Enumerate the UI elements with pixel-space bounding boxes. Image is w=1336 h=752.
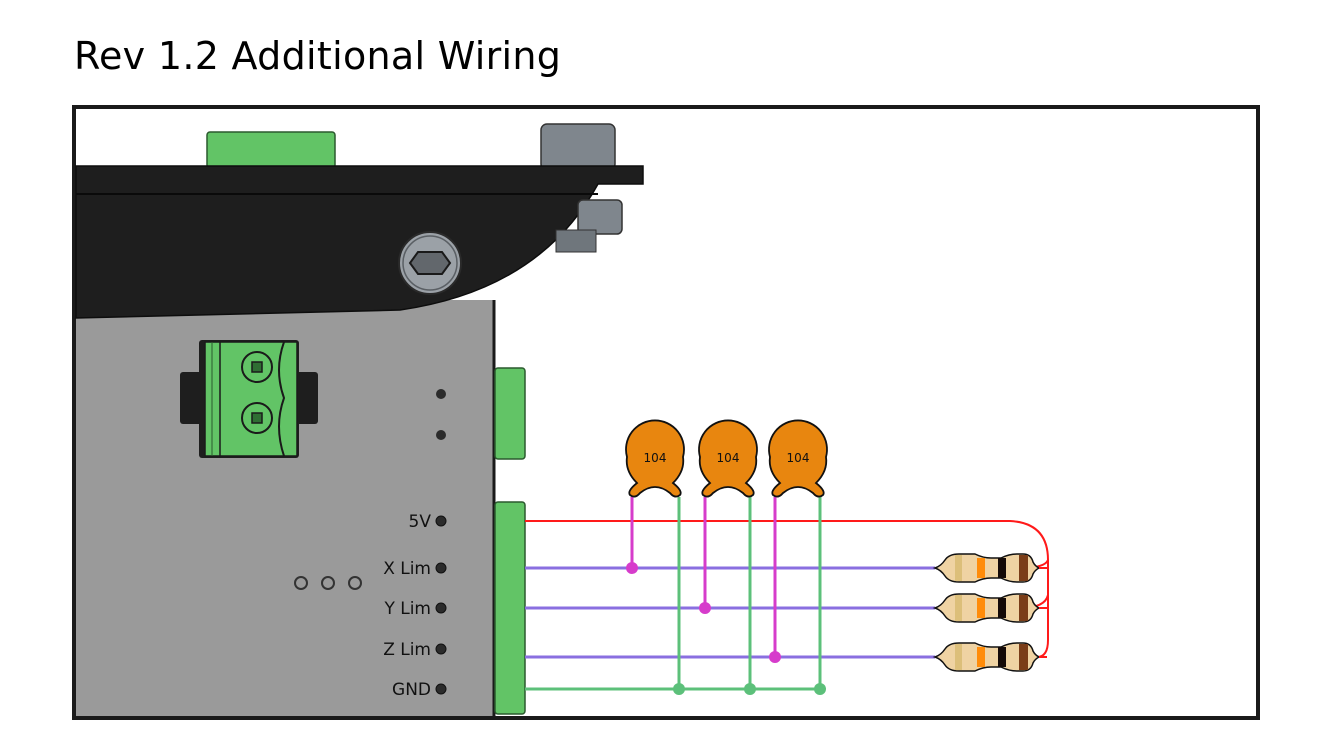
resistor-color-band xyxy=(977,647,985,667)
resistor-color-band xyxy=(998,647,1006,667)
pin-label-gnd: GND xyxy=(392,680,431,700)
capacitor-label: 104 xyxy=(717,451,740,465)
side-bolt-shank xyxy=(555,229,597,253)
resistor-color-band xyxy=(998,598,1006,618)
resistor-color-band xyxy=(955,644,962,670)
wire-5v xyxy=(525,520,1049,658)
indicator-ring-icon xyxy=(294,576,308,590)
resistor xyxy=(932,553,1047,583)
power-terminal-block xyxy=(180,340,318,458)
pin-label-z: Z Lim xyxy=(383,640,431,660)
side-nut-icon xyxy=(577,199,623,235)
resistor xyxy=(932,642,1047,672)
capacitor-label: 104 xyxy=(787,451,810,465)
diagram-title: Rev 1.2 Additional Wiring xyxy=(74,34,562,78)
capacitor-body xyxy=(698,419,758,498)
ceramic-capacitor: 104 xyxy=(625,419,685,498)
top-bolt-icon xyxy=(540,123,616,171)
resistor-color-band xyxy=(977,598,985,618)
limit-header-connector xyxy=(494,501,526,715)
hole-icon xyxy=(436,389,446,399)
socket-hex-icon xyxy=(408,251,452,275)
indicator-ring-icon xyxy=(321,576,335,590)
resistor-color-band xyxy=(1019,595,1028,621)
side-connector-upper xyxy=(494,367,526,460)
pin-label-5v: 5V xyxy=(409,512,432,532)
mounting-bracket xyxy=(75,165,644,319)
resistor-color-band xyxy=(998,558,1006,578)
resistor-color-band xyxy=(1019,644,1028,670)
junction-dot xyxy=(626,562,638,574)
ceramic-capacitor: 104 xyxy=(698,419,758,498)
capacitor-body xyxy=(768,419,828,498)
pin-label-x: X Lim xyxy=(383,559,431,579)
resistor-color-band xyxy=(977,558,985,578)
junction-dot xyxy=(699,602,711,614)
top-connector xyxy=(206,131,336,169)
indicator-ring-icon xyxy=(348,576,362,590)
pin-dot-icon xyxy=(435,602,447,614)
pin-label-y: Y Lim xyxy=(383,599,431,619)
socket-bolt-ring xyxy=(402,235,458,291)
ceramic-capacitor: 104 xyxy=(768,419,828,498)
pin-dot-icon xyxy=(435,562,447,574)
capacitor-label: 104 xyxy=(644,451,667,465)
resistor xyxy=(932,593,1047,623)
resistor-color-band xyxy=(955,555,962,581)
resistor-color-band xyxy=(955,595,962,621)
junction-dot xyxy=(744,683,756,695)
pin-dot-icon xyxy=(435,515,447,527)
pin-dot-icon xyxy=(435,683,447,695)
hole-icon xyxy=(436,430,446,440)
pin-dot-icon xyxy=(435,643,447,655)
capacitor-body xyxy=(625,419,685,498)
junction-dot xyxy=(769,651,781,663)
junction-dot xyxy=(814,683,826,695)
junction-dot xyxy=(673,683,685,695)
resistor-color-band xyxy=(1019,555,1028,581)
